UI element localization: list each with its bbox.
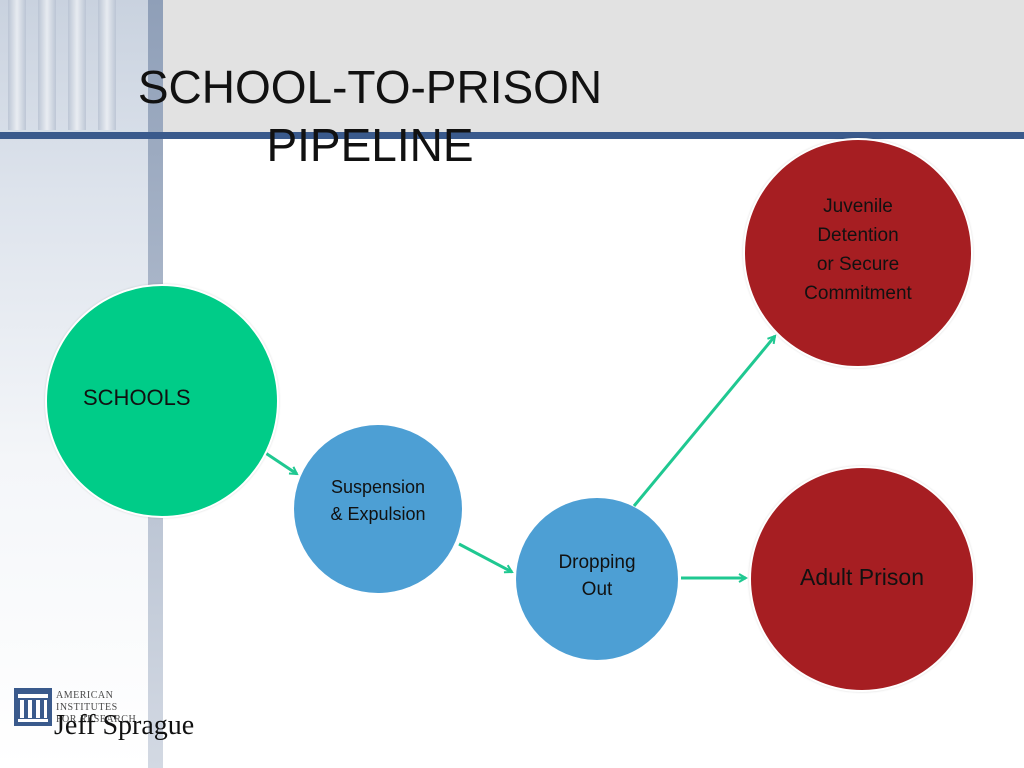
column-pillars-image [0,0,148,130]
node-suspension-label: Suspension & Expulsion [330,474,425,528]
node-juvenile-line-2: Detention [817,225,899,246]
node-dropout-line-2: Out [581,579,613,600]
node-suspension-line-2: & Expulsion [330,504,426,524]
slide-title: SCHOOL-TO-PRISON PIPELINE [60,58,680,174]
node-schools-label: SCHOOLS [83,385,191,410]
node-dropping-out: Dropping Out [516,498,678,660]
node-juvenile-line-3: or Secure [816,254,900,275]
title-line-2: PIPELINE [266,119,474,171]
node-dropout-label: Dropping Out [558,549,635,603]
node-juvenile-label: Juvenile Detention or Secure Commitment [804,192,912,308]
air-logo-wordmark: AMERICAN INSTITUTES FOR RESEARCH [56,690,136,726]
node-juvenile-line-4: Commitment [804,283,912,304]
node-dropout-line-1: Dropping [558,552,636,573]
logo-line-3: FOR RESEARCH [56,714,137,725]
node-juvenile-line-1: Juvenile [823,196,893,217]
logo-line-1: AMERICAN [56,690,114,701]
air-logo-icon [14,688,52,726]
author-name: Jeff Sprague [54,710,195,741]
edge-suspension-to-dropout [458,542,512,574]
node-juvenile-detention: Juvenile Detention or Secure Commitment [743,138,973,368]
node-schools: SCHOOLS [45,284,279,518]
node-adult-label: Adult Prison [799,563,924,590]
header-band [0,0,1024,132]
header-rule [0,132,1024,139]
node-suspension-line-1: Suspension [330,477,426,497]
node-suspension-expulsion: Suspension & Expulsion [294,425,462,593]
node-adult-prison: Adult Prison [749,466,975,692]
logo-line-2: INSTITUTES [56,702,118,713]
title-line-1: SCHOOL-TO-PRISON [137,61,603,113]
edge-schools-to-suspension [263,450,297,476]
edge-dropout-to-juvenile [632,336,775,507]
